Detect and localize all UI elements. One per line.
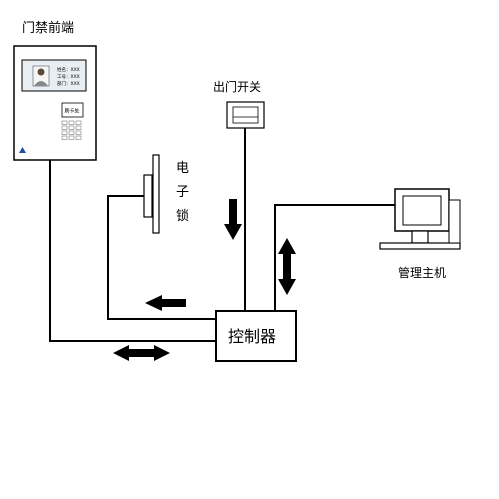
arrow-leftright-icon <box>113 345 170 361</box>
user-photo-icon <box>32 65 50 87</box>
card-button-label: 刷卡处 <box>65 108 80 115</box>
terminal-dept-line: 部门：XXX <box>57 80 80 87</box>
controller-box <box>215 310 297 362</box>
terminal-title: 门禁前端 <box>22 20 74 36</box>
lock-label-char-3: 锁 <box>176 208 189 224</box>
access-terminal: 姓名：XXX 工号：XXX 部门：XXX 刷卡处 <box>13 45 97 161</box>
lock-label-char-1: 电 <box>176 161 189 176</box>
logo-icon <box>19 147 26 153</box>
lock-label-char-2: 子 <box>176 185 189 200</box>
wire-lock-controller <box>107 195 216 320</box>
wire-terminal-controller <box>49 160 216 342</box>
controller-label: 控制器 <box>228 327 276 346</box>
keypad <box>61 120 82 140</box>
arrow-down-icon <box>224 199 242 240</box>
wire-host-controller <box>274 204 395 311</box>
terminal-id-line: 工号：XXX <box>57 74 80 80</box>
exit-switch[interactable] <box>226 101 265 129</box>
management-host-computer <box>379 188 461 250</box>
electronic-lock <box>143 154 160 234</box>
arrow-updown-icon <box>278 238 296 295</box>
card-button[interactable] <box>61 102 84 118</box>
terminal-name-line: 姓名：XXX <box>57 66 80 73</box>
exit-switch-label: 出门开关 <box>213 79 261 94</box>
terminal-screen <box>21 59 87 92</box>
arrow-left-icon <box>145 295 186 311</box>
host-label: 管理主机 <box>398 265 446 280</box>
